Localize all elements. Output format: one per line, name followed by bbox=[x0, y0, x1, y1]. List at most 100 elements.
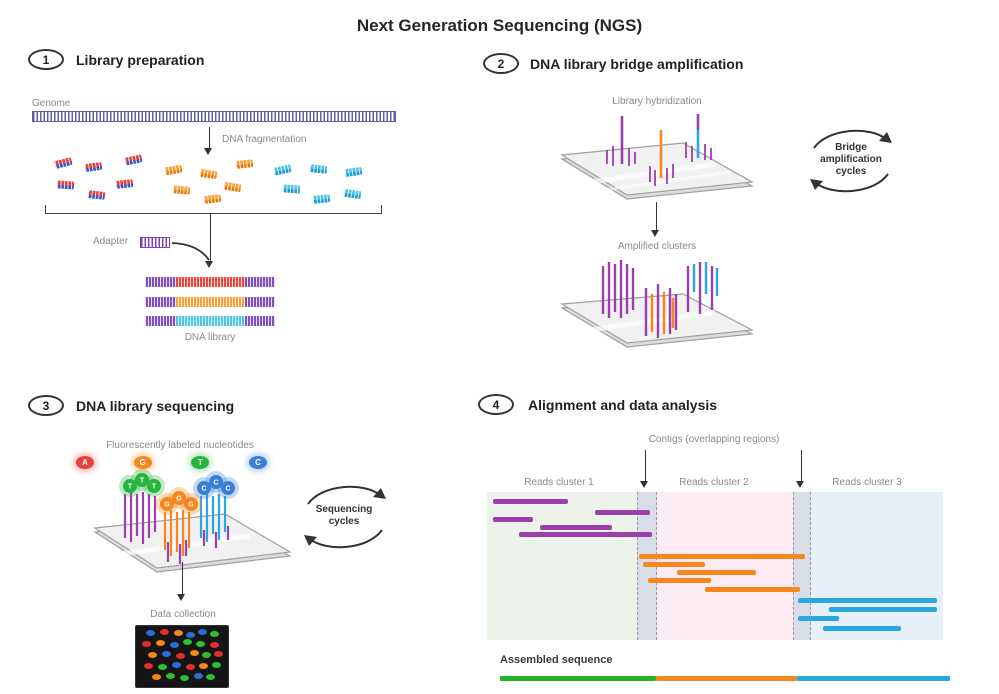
panel-2-title: DNA library bridge amplification bbox=[530, 56, 744, 72]
dna-fragment-red bbox=[87, 190, 106, 200]
fragmentation-label: DNA fragmentation bbox=[222, 134, 307, 145]
cycle-label-line: Sequencing bbox=[315, 504, 373, 515]
dna-fragment-orange bbox=[164, 164, 183, 176]
flow-cell-clusters-icon bbox=[560, 260, 755, 348]
fluorescence-dot-red bbox=[144, 663, 153, 669]
assembled-sequence-bar bbox=[500, 676, 950, 681]
cycle-label-line: cycles bbox=[328, 516, 360, 527]
step-1-number: 1 bbox=[42, 52, 50, 67]
dna-fragment-orange bbox=[223, 181, 242, 193]
nucleotide-G: G bbox=[133, 456, 152, 469]
fluorescence-dot-blue bbox=[186, 632, 195, 638]
dna-fragment-orange bbox=[203, 193, 222, 205]
sequence-read-orange bbox=[677, 570, 756, 575]
dna-fragment-cyan bbox=[282, 184, 301, 194]
contig-overlap-2 bbox=[793, 492, 811, 640]
dna-fragment-cyan bbox=[343, 188, 362, 200]
step-2-badge: 2 bbox=[483, 53, 519, 74]
dna-fragment-orange bbox=[199, 168, 218, 180]
dna-fragment-red bbox=[54, 157, 73, 169]
amplified-clusters-label: Amplified clusters bbox=[617, 241, 697, 252]
dna-fragment-cyan bbox=[312, 194, 331, 204]
nucleotide-A: A bbox=[76, 456, 94, 469]
library-fragment-cyan-icon bbox=[145, 316, 275, 326]
assembled-segment-orange bbox=[656, 676, 797, 681]
sequence-read-purple bbox=[540, 525, 612, 530]
fluorescence-dot-red bbox=[142, 641, 151, 647]
reads-cluster-2-label: Reads cluster 2 bbox=[679, 477, 749, 488]
fluorescence-dot-blue bbox=[172, 662, 181, 668]
data-collection-label: Data collection bbox=[150, 609, 216, 620]
data-collection-arrow-icon bbox=[177, 562, 186, 601]
hybridization-label: Library hybridization bbox=[612, 96, 702, 107]
adapter-label: Adapter bbox=[93, 236, 129, 247]
nucleotide-T: T bbox=[191, 456, 210, 469]
sequence-read-cyan bbox=[798, 616, 839, 621]
dna-fragment-cyan bbox=[309, 164, 328, 174]
assembled-segment-green bbox=[500, 676, 656, 681]
bubble-letter-C: C bbox=[225, 486, 230, 493]
contig-arrow-1-icon bbox=[640, 450, 649, 488]
bubble-letter-G: G bbox=[188, 502, 194, 509]
dna-fragment-orange bbox=[235, 159, 254, 169]
dna-fragment-red bbox=[115, 179, 134, 189]
dna-fragment-red bbox=[124, 154, 143, 166]
fluorescence-dot-orange bbox=[190, 650, 199, 656]
bubble-letter-C: C bbox=[213, 480, 218, 487]
fluorescence-dot-red bbox=[210, 642, 219, 648]
fluorescence-dot-blue bbox=[194, 673, 203, 679]
panel-4-title: Alignment and data analysis bbox=[528, 397, 718, 413]
sequence-read-cyan bbox=[829, 607, 937, 612]
fluorescence-dot-green bbox=[158, 664, 167, 670]
fluorescence-dot-green bbox=[196, 641, 205, 647]
cluster-1-region bbox=[487, 492, 637, 640]
bubble-letter-C: C bbox=[201, 486, 206, 493]
alignment-band bbox=[487, 492, 943, 640]
reads-cluster-1-label: Reads cluster 1 bbox=[524, 477, 594, 488]
amplification-arrow-icon bbox=[651, 202, 660, 237]
bubble-letter-G: G bbox=[176, 496, 182, 503]
fluorescence-dot-green bbox=[166, 673, 175, 679]
bridge-cycles-arrows-icon bbox=[810, 129, 892, 193]
step-4-number: 4 bbox=[492, 397, 500, 412]
fluorescence-dot-orange bbox=[156, 640, 165, 646]
assembled-sequence-label: Assembled sequence bbox=[500, 654, 613, 666]
sequence-read-cyan bbox=[823, 626, 901, 631]
bubble-letter-T: T bbox=[152, 484, 157, 491]
library-fragment-orange-icon bbox=[145, 297, 275, 307]
genome-label: Genome bbox=[32, 98, 71, 109]
dna-fragment-cyan bbox=[344, 166, 363, 178]
fluorescence-dot-blue bbox=[146, 630, 155, 636]
sequence-read-purple bbox=[493, 499, 568, 504]
flow-cell-hybridization-icon bbox=[560, 114, 754, 200]
fluorescence-dot-green bbox=[183, 639, 192, 645]
dna-fragment-red bbox=[84, 161, 103, 173]
cycle-label-line: cycles bbox=[835, 166, 867, 177]
sequence-read-purple bbox=[595, 510, 650, 515]
sequence-read-orange bbox=[643, 562, 705, 567]
panel-3-title: DNA library sequencing bbox=[76, 398, 235, 414]
sequence-read-orange bbox=[705, 587, 800, 592]
fluorescence-dot-green bbox=[180, 675, 189, 681]
sequence-read-orange bbox=[639, 554, 805, 559]
nucleotides-label: Fluorescently labeled nucleotides bbox=[106, 440, 254, 451]
fluorescence-dot-orange bbox=[199, 663, 208, 669]
sequencing-cycles-arrows-icon bbox=[304, 485, 386, 549]
bubble-letter-G: G bbox=[164, 502, 170, 509]
dna-fragment-red bbox=[56, 180, 75, 190]
sequence-read-purple bbox=[519, 532, 652, 537]
contigs-label: Contigs (overlapping regions) bbox=[648, 434, 780, 445]
fluorescence-dot-green bbox=[206, 674, 215, 680]
fluorescence-dot-orange bbox=[152, 674, 161, 680]
step-1-badge: 1 bbox=[28, 49, 64, 70]
contig-arrow-2-icon bbox=[796, 450, 805, 488]
flow-cell-sequencing-icon: T T T G G G C C C bbox=[93, 469, 292, 573]
sequence-read-orange bbox=[648, 578, 711, 583]
fluorescence-dot-red bbox=[214, 651, 223, 657]
fragmentation-arrow-icon bbox=[204, 127, 213, 155]
nucleotide-C: C bbox=[248, 456, 267, 469]
bracket-icon bbox=[45, 205, 382, 214]
reads-group bbox=[487, 492, 943, 640]
